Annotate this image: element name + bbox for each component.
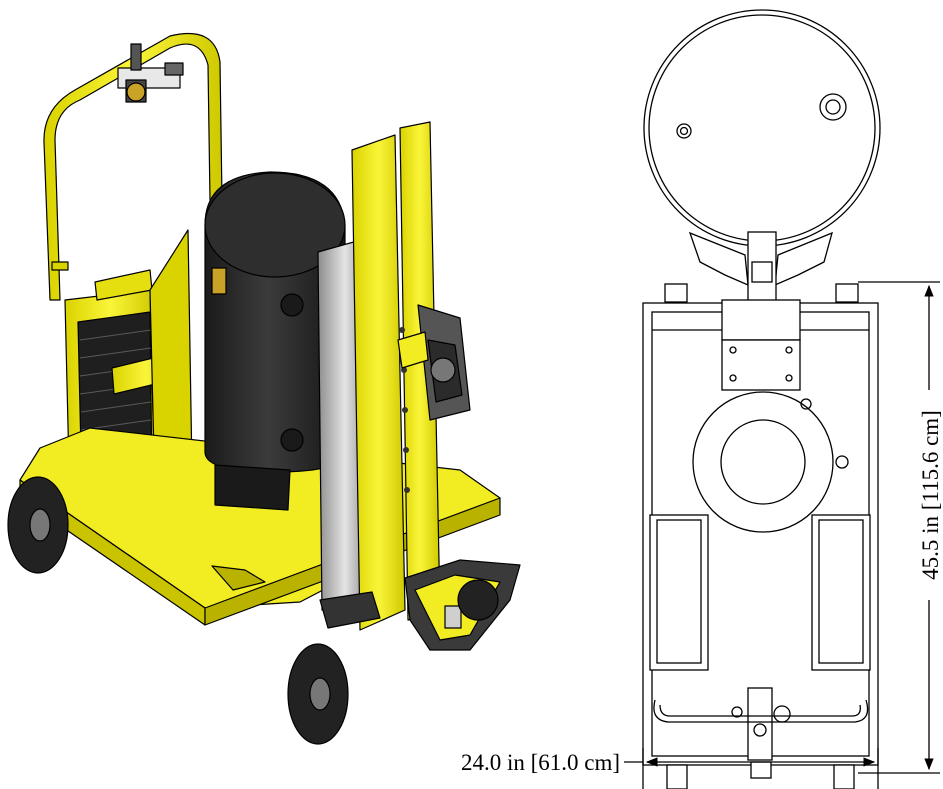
lift-column — [317, 121, 441, 631]
cart-isometric-view — [7, 32, 521, 745]
wheel-rear-left — [7, 476, 69, 574]
gripper-head — [397, 304, 471, 421]
height-dimension-label: 45.5 in [115.6 cm] — [918, 410, 943, 580]
side-pockets — [649, 514, 871, 671]
fork-yoke — [688, 231, 833, 303]
air-tank — [204, 171, 346, 511]
cart-front-view — [642, 9, 881, 789]
wheel-front-left — [287, 643, 349, 745]
width-dimension — [624, 748, 879, 789]
air-regulator-assembly — [117, 43, 184, 103]
caster-wheels — [7, 476, 499, 745]
push-handle — [43, 32, 223, 301]
width-dimension-label: 24.0 in [61.0 cm] — [461, 750, 620, 775]
tank-top-disc — [643, 9, 881, 247]
tank-front-circle — [692, 391, 849, 533]
height-dimension — [858, 281, 940, 774]
front-regulator — [653, 687, 869, 761]
wheel-front-right — [457, 579, 499, 621]
